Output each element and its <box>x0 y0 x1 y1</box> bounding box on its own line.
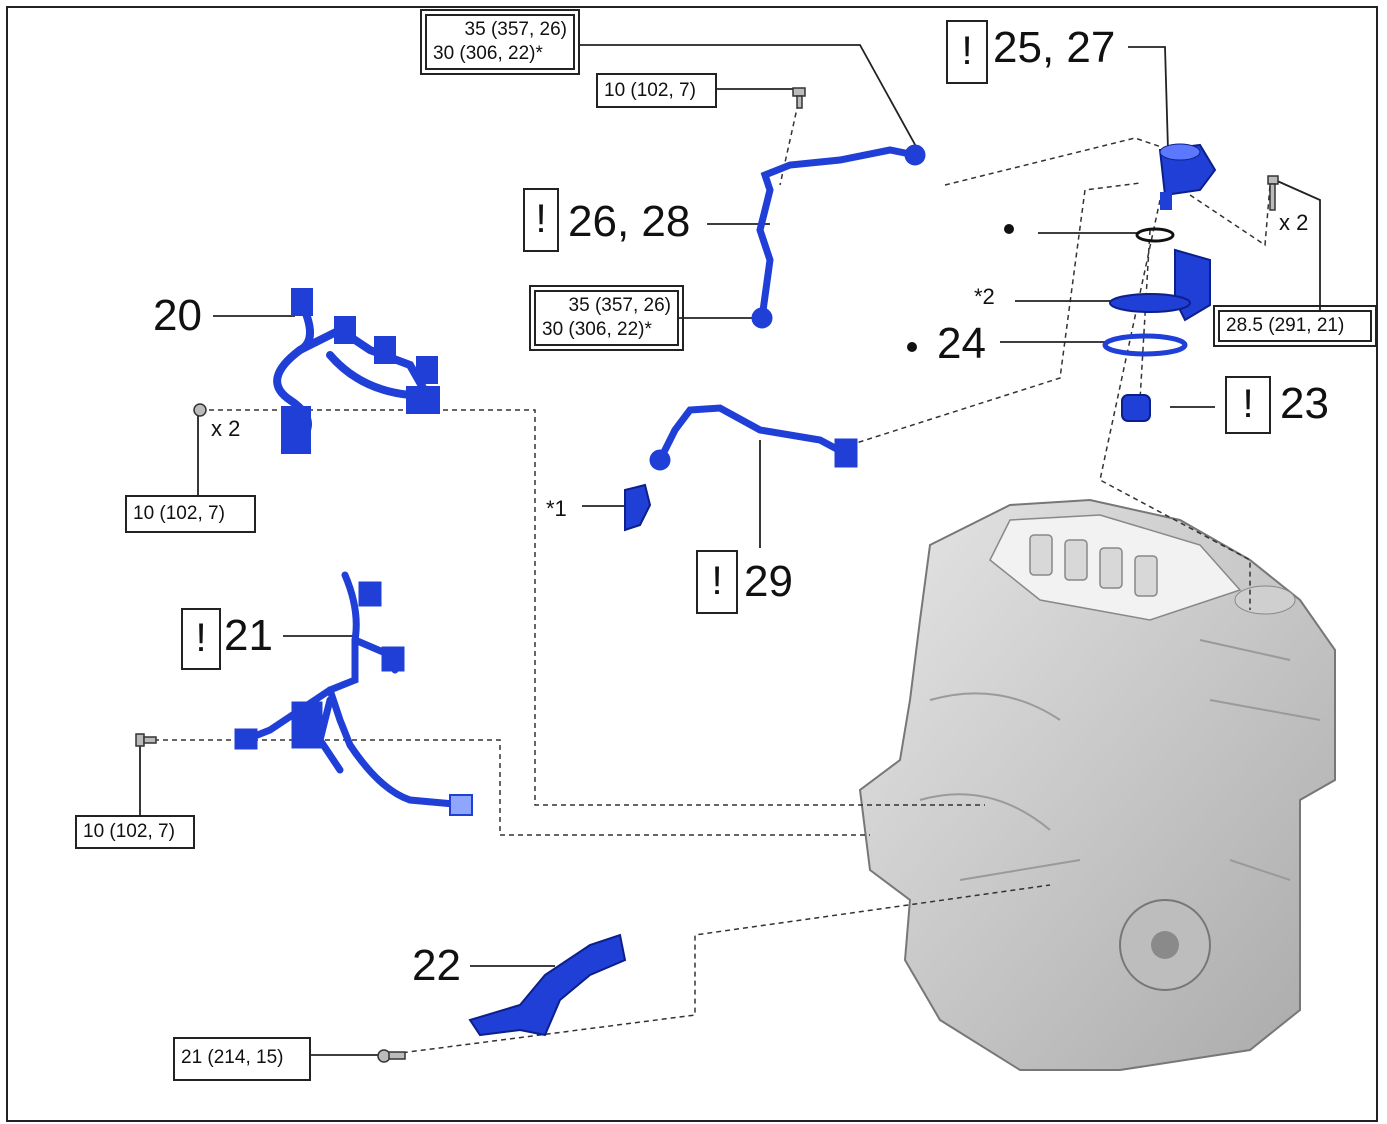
torque-spec-left-20: 10 (102, 7) <box>125 495 256 533</box>
torque-spec-line-1: 35 (357, 26) <box>464 19 567 40</box>
callout-24: 24 <box>937 319 986 368</box>
part-29-fuel-tube <box>649 404 858 471</box>
part-star1-clip <box>624 483 652 532</box>
bullet-dot-o-ring <box>1004 224 1014 234</box>
part-25-27-fuel-pump <box>1158 143 1217 210</box>
part-21-wire-harness <box>234 571 473 816</box>
callout-23: 23 <box>1280 379 1329 428</box>
callout-21: 21 <box>224 611 273 660</box>
callout-20: 20 <box>153 291 202 340</box>
callout-star2: *2 <box>974 284 995 309</box>
torque-spec-line-2: 30 (306, 22)* <box>433 43 543 64</box>
quantity-x2-left: x 2 <box>211 416 241 441</box>
callout-22: 22 <box>412 941 461 990</box>
engine-block <box>858 498 1336 1071</box>
bolt-left-21 <box>135 733 157 747</box>
new-part-mark-23: ! <box>1225 376 1271 434</box>
bullet-dot-24 <box>907 342 917 352</box>
part-star2-insulator <box>1109 248 1211 322</box>
new-part-mark-26-28: ! <box>523 188 559 252</box>
torque-spec-right: 28.5 (291, 21) <box>1213 305 1377 347</box>
part-23-lifter <box>1121 394 1151 422</box>
torque-spec-bottom-22: 21 (214, 15) <box>173 1037 311 1081</box>
torque-spec-mid-double: 35 (357, 26) 30 (306, 22)* <box>529 285 684 351</box>
quantity-x2-right: x 2 <box>1279 210 1309 235</box>
bolt-bottom-22 <box>377 1049 406 1063</box>
nut-left-20 <box>193 403 207 417</box>
new-part-mark-21: ! <box>181 608 221 670</box>
new-part-mark-25-27: ! <box>946 20 988 84</box>
torque-spec-line-1: 35 (357, 26) <box>568 295 671 316</box>
callout-29: 29 <box>744 557 793 606</box>
callout-star1: *1 <box>546 496 567 521</box>
new-part-mark-29: ! <box>696 550 738 614</box>
part-20-engine-wire-harness <box>273 288 440 454</box>
bolt-right <box>1267 175 1279 211</box>
part-26-28-fuel-pipe <box>751 144 926 329</box>
callout-25-27: 25, 27 <box>993 23 1116 72</box>
o-ring <box>1135 227 1175 243</box>
torque-spec-line-2: 30 (306, 22)* <box>542 319 652 340</box>
torque-spec-left-21: 10 (102, 7) <box>75 815 195 849</box>
bolt-top <box>792 87 806 109</box>
part-22-bracket <box>468 933 627 1037</box>
part-24-gasket <box>1102 333 1188 357</box>
torque-spec-top-double: 35 (357, 26) 30 (306, 22)* <box>420 9 580 75</box>
solid-leaders <box>139 44 1321 1056</box>
torque-spec-top-bolt: 10 (102, 7) <box>596 73 717 108</box>
callout-26-28: 26, 28 <box>568 197 691 246</box>
